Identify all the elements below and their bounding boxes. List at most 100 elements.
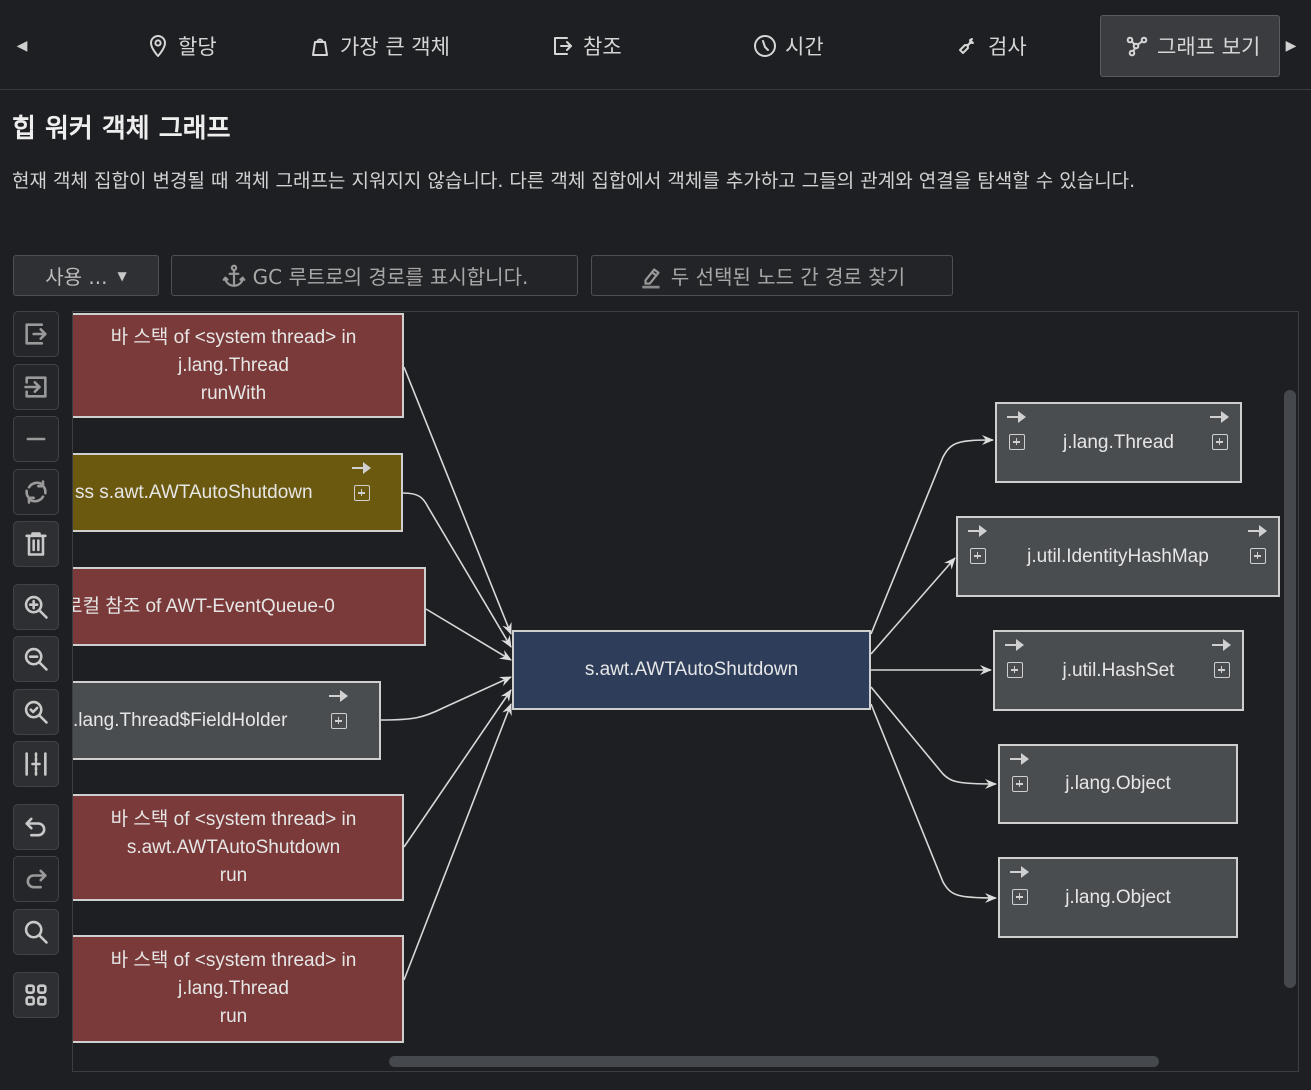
show-incoming-references-button[interactable] <box>13 364 59 410</box>
expand-incoming-arrow-icon[interactable] <box>968 524 988 538</box>
tab-references[interactable]: 참조 <box>551 15 622 77</box>
gc-root-label: GC 루트로의 경로를 표시합니다. <box>252 265 529 289</box>
zoom-out-icon <box>24 647 48 671</box>
node-line: .lang.Thread$FieldHolder <box>73 709 288 731</box>
edge-out-4 <box>870 686 997 789</box>
node-line: 바 스택 of <system thread> in <box>110 808 357 830</box>
show-outgoing-references-button[interactable] <box>13 311 59 357</box>
vertical-scrollbar[interactable] <box>1284 390 1296 988</box>
expand-plus-icon[interactable] <box>1250 548 1266 564</box>
collapse-icon <box>26 437 46 441</box>
weight-icon <box>312 38 328 56</box>
use-dropdown-button[interactable]: 사용 ... ▼ <box>13 255 159 296</box>
tab-label: 검사 <box>988 35 1027 59</box>
use-label: 사용 ... <box>45 265 108 289</box>
outgoing-node-object-2[interactable]: j.lang.Object <box>998 857 1238 938</box>
clock-icon <box>754 35 776 57</box>
edge-in-5 <box>403 689 512 848</box>
zoom-fit-icon <box>24 700 48 724</box>
expand-outgoing-arrow-icon[interactable] <box>352 461 372 475</box>
expand-plus-icon[interactable] <box>331 713 347 729</box>
path-between-label: 두 선택된 노드 간 경로 찾기 <box>670 265 906 289</box>
tab-biggest-objects[interactable]: 가장 큰 객체 <box>308 15 450 77</box>
collapse-button[interactable] <box>13 416 59 462</box>
expand-outgoing-arrow-icon[interactable] <box>1210 410 1230 424</box>
find-path-between-nodes-button[interactable]: 두 선택된 노드 간 경로 찾기 <box>591 255 953 296</box>
zoom-fit-button[interactable] <box>13 689 59 735</box>
overview-button[interactable] <box>13 972 59 1018</box>
anchor-icon <box>222 264 246 287</box>
incoming-node-thread-fieldholder[interactable]: .lang.Thread$FieldHolder <box>73 681 381 760</box>
expand-plus-icon[interactable] <box>1012 776 1028 792</box>
node-line: 로컬 참조 of AWT-EventQueue-0 <box>72 595 335 617</box>
search-button[interactable] <box>13 909 59 955</box>
horizontal-scrollbar[interactable] <box>389 1056 1159 1067</box>
outgoing-node-object-1[interactable]: j.lang.Object <box>998 744 1238 824</box>
object-graph-canvas[interactable]: 바 스택 of <system thread> in j.lang.Thread… <box>72 311 1299 1072</box>
expand-incoming-arrow-icon[interactable] <box>1007 410 1027 424</box>
node-label: j.util.IdentityHashMap <box>1027 545 1209 567</box>
tab-graph[interactable]: 그래프 보기 <box>1100 15 1280 77</box>
node-line: ss s.awt.AWTAutoShutdown <box>75 481 313 503</box>
tab-scroll-right-icon[interactable]: ▶ <box>1285 38 1297 54</box>
edge-out-2 <box>870 557 956 655</box>
expand-incoming-arrow-icon[interactable] <box>1005 638 1025 652</box>
node-label: j.lang.Thread <box>1063 431 1174 453</box>
tab-label: 그래프 보기 <box>1157 35 1261 59</box>
incoming-node-java-stack-thread-run[interactable]: 바 스택 of <system thread> in j.lang.Thread… <box>73 935 404 1043</box>
edge-in-3 <box>425 608 512 661</box>
zoom-out-button[interactable] <box>13 636 59 682</box>
outgoing-node-identityhashmap[interactable]: j.util.IdentityHashMap <box>956 516 1280 597</box>
tab-time[interactable]: 시간 <box>753 15 824 77</box>
expand-plus-icon[interactable] <box>1012 889 1028 905</box>
expand-outgoing-arrow-icon[interactable] <box>1212 638 1232 652</box>
expand-plus-icon[interactable] <box>354 485 370 501</box>
incoming-node-local-ref-eventqueue[interactable]: 로컬 참조 of AWT-EventQueue-0 <box>72 567 426 646</box>
view-tab-strip: ◀ 할당 가장 큰 객체 참조 시간 검사 그래프 보기 ▶ <box>0 0 1311 90</box>
wrench-icon <box>959 38 974 54</box>
tab-inspections[interactable]: 검사 <box>956 15 1027 77</box>
expand-outgoing-arrow-icon[interactable] <box>329 689 349 703</box>
tab-allocations[interactable]: 할당 <box>146 15 217 77</box>
outgoing-node-hashset[interactable]: j.util.HashSet <box>993 630 1244 711</box>
expand-outgoing-arrow-icon[interactable] <box>1248 524 1268 538</box>
delete-button[interactable] <box>13 521 59 567</box>
expand-plus-icon[interactable] <box>1009 434 1025 450</box>
incoming-node-java-stack-awtautoshutdown-run[interactable]: 바 스택 of <system thread> in s.awt.AWTAuto… <box>73 794 404 901</box>
layout-button[interactable] <box>13 741 59 787</box>
refresh-button[interactable] <box>13 469 59 515</box>
tab-scroll-left-icon[interactable]: ◀ <box>16 38 28 54</box>
expand-plus-icon[interactable] <box>1214 662 1230 678</box>
incoming-node-class-awtautoshutdown[interactable]: ss s.awt.AWTAutoShutdown <box>73 453 403 532</box>
show-outgoing-icon <box>25 323 47 345</box>
expand-incoming-arrow-icon[interactable] <box>1010 752 1030 766</box>
map-pin-icon <box>150 35 166 57</box>
undo-icon <box>25 817 46 837</box>
outgoing-node-thread[interactable]: j.lang.Thread <box>995 402 1242 483</box>
expand-incoming-arrow-icon[interactable] <box>1010 865 1030 879</box>
selected-node-awtautoshutdown[interactable]: s.awt.AWTAutoShutdown <box>512 630 871 710</box>
redo-button[interactable] <box>13 856 59 902</box>
edge-in-6 <box>403 703 512 981</box>
node-line: j.lang.Thread <box>178 978 289 999</box>
undo-button[interactable] <box>13 804 59 850</box>
edge-in-2 <box>402 492 512 648</box>
tab-label: 참조 <box>583 35 622 59</box>
expand-plus-icon[interactable] <box>970 548 986 564</box>
expand-plus-icon[interactable] <box>1007 662 1023 678</box>
incoming-node-java-stack-runwith[interactable]: 바 스택 of <system thread> in j.lang.Thread… <box>73 313 404 418</box>
node-line: 바 스택 of <system thread> in <box>110 950 357 971</box>
redo-icon <box>26 869 47 889</box>
page-title: 힙 워커 객체 그래프 <box>12 114 231 144</box>
tab-label: 할당 <box>178 35 217 59</box>
node-line: run <box>219 864 248 886</box>
node-line: 바 스택 of <system thread> in <box>110 326 357 348</box>
search-icon <box>24 920 48 944</box>
expand-plus-icon[interactable] <box>1212 434 1228 450</box>
node-line: j.lang.Thread <box>178 354 289 376</box>
edge-in-1 <box>403 366 512 635</box>
chevron-down-icon: ▼ <box>117 268 127 283</box>
show-gc-root-path-button[interactable]: GC 루트로의 경로를 표시합니다. <box>171 255 578 296</box>
zoom-in-button[interactable] <box>13 584 59 630</box>
node-label: j.lang.Object <box>1065 886 1171 908</box>
